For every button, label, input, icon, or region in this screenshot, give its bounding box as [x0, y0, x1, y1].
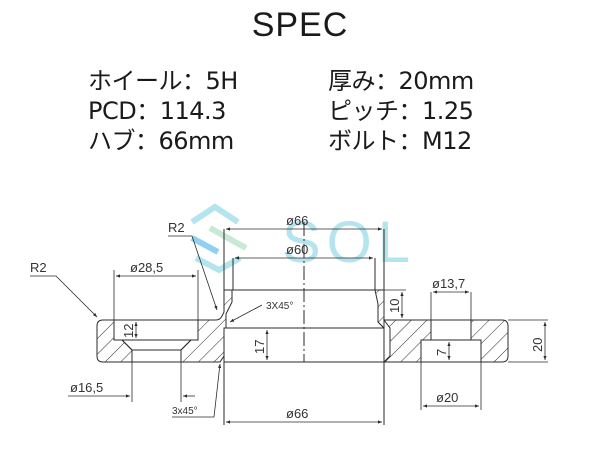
dim-bolt-hole-diameter: ø16,5 — [70, 380, 103, 395]
spec-label: ボルト — [328, 127, 399, 155]
spec-separator: ： — [398, 97, 423, 125]
dimension-lines — [30, 227, 548, 424]
dim-chamfer-bottom: 3x45° — [172, 406, 198, 417]
dim-stud-hole-diameter: ø13,7 — [432, 276, 465, 291]
dim-radius-left: R2 — [30, 260, 47, 275]
watermark-text: SOL — [282, 210, 416, 275]
dim-counterbore-diameter: ø28,5 — [130, 260, 163, 275]
dim-bore-diameter: ø66 — [286, 406, 308, 421]
logo-stripe-blue-icon — [190, 235, 220, 255]
spec-separator: ： — [375, 67, 399, 95]
dim-bore-depth: 17 — [252, 340, 267, 354]
dim-chamfer-top: 3X45° — [266, 301, 293, 312]
spec-right-column: 厚み：20mm ピッチ：1.25 ボルト：M12 — [328, 66, 474, 156]
drawing-lines — [96, 222, 509, 425]
spec-value: 20mm — [398, 67, 475, 95]
spec-pcd: PCD：114.3 — [88, 96, 238, 126]
spec-thickness: 厚み：20mm — [328, 66, 474, 96]
spec-wheel: ホイール：5H — [88, 66, 238, 96]
spec-label: ピッチ — [328, 97, 399, 125]
spec-separator: ： — [398, 127, 423, 155]
logo-chevron-top-icon — [190, 203, 240, 225]
logo-stripe-green-icon — [208, 225, 248, 251]
dim-stud-counterbore-depth: 7 — [434, 349, 449, 356]
spec-label: PCD — [88, 97, 137, 125]
spec-label: ホイール — [88, 67, 183, 95]
dim-hub-height: 10 — [387, 299, 402, 313]
dim-hub-outer-diameter: ø66 — [286, 213, 308, 228]
dim-thickness: 20 — [530, 338, 545, 352]
spec-separator: ： — [182, 67, 206, 95]
spec-separator: ： — [136, 97, 160, 125]
spec-label: ハブ — [88, 127, 136, 155]
spec-value: 5H — [205, 67, 239, 95]
spec-value: 66mm — [158, 127, 235, 155]
spec-value: 1.25 — [422, 97, 474, 125]
spec-hub: ハブ：66mm — [88, 126, 238, 156]
spec-separator: ： — [135, 127, 159, 155]
spec-value: 114.3 — [159, 97, 227, 125]
dim-hub-inner-diameter: ø60 — [286, 242, 308, 257]
dim-stud-counterbore-diameter: ø20 — [436, 390, 458, 405]
spec-value: M12 — [422, 127, 472, 155]
spec-label: 厚み — [328, 67, 376, 95]
dim-radius-hub: R2 — [168, 220, 185, 235]
spec-bolt: ボルト：M12 — [328, 126, 474, 156]
dim-counterbore-depth: 12 — [121, 324, 136, 338]
spec-pitch: ピッチ：1.25 — [328, 96, 474, 126]
watermark-logo: SOL — [190, 203, 416, 275]
spec-left-column: ホイール：5H PCD：114.3 ハブ：66mm — [88, 66, 238, 156]
page-title: SPEC — [251, 6, 349, 44]
dimension-labels: ø66 ø60 ø28,5 ø16,5 ø66 ø13,7 ø20 R2 R2 … — [30, 213, 545, 421]
